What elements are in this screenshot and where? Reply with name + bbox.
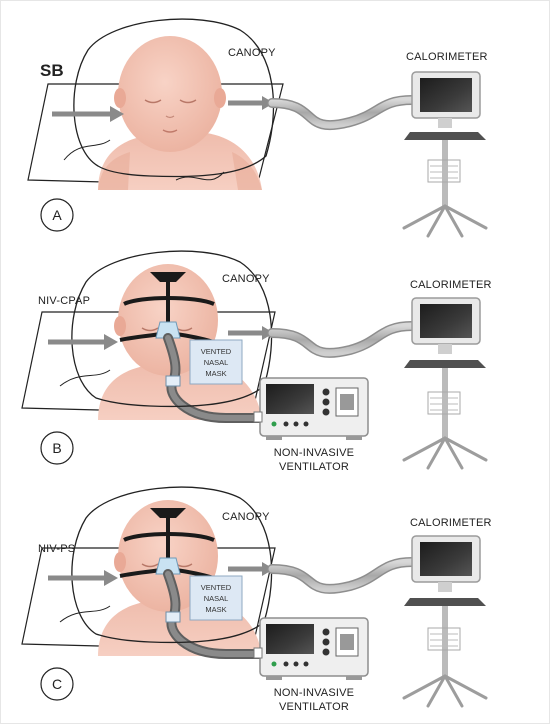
eye-right: [179, 99, 197, 104]
ventilator-label-line: VENTILATOR: [279, 701, 349, 713]
mask-label-line: VENTED: [201, 583, 232, 592]
panel-circle-label: B: [52, 440, 61, 456]
panel-a: SB CANOPY CALORIMETER A: [27, 18, 488, 238]
non-invasive-ventilator: [253, 617, 369, 680]
ventilator-label-line: VENTILATOR: [279, 461, 349, 473]
baby-head: [118, 36, 222, 152]
mask-label-line: MASK: [205, 369, 226, 378]
calorimeter: [402, 71, 488, 238]
nasal-mask: [155, 557, 181, 575]
inlet-arrow: [48, 570, 118, 586]
panel-b: VENTED NASAL MASK NON-INVASIVE VENTILATO…: [21, 250, 492, 473]
canopy: [71, 250, 273, 408]
calorimeter: [402, 535, 488, 708]
mask-label-line: MASK: [205, 605, 226, 614]
inlet-arrow: [48, 334, 118, 350]
eye-left: [144, 99, 162, 104]
calorimeter-label: CALORIMETER: [410, 279, 492, 291]
canopy-label: CANOPY: [228, 47, 276, 59]
panel-circle: [40, 667, 74, 701]
mask-label-line: NASAL: [204, 358, 229, 367]
non-invasive-ventilator: [253, 377, 369, 440]
canopy-label: CANOPY: [222, 511, 270, 523]
calorimeter-label: CALORIMETER: [406, 51, 488, 63]
ventilator-label-line: NON-INVASIVE: [274, 687, 354, 699]
panel-circle: [40, 198, 74, 232]
canopy: [71, 486, 273, 644]
inlet-arrow: [52, 106, 124, 122]
panel-c: VENTED NASAL MASK NON-INVASIVE VENTILATO…: [21, 486, 492, 713]
panel-circle-label: A: [52, 207, 62, 223]
panel-circle-label: C: [52, 676, 62, 692]
mask-label-box: [189, 575, 243, 621]
mask-label-line: NASAL: [204, 594, 229, 603]
mask-label-line: VENTED: [201, 347, 232, 356]
mode-label: NIV-CPAP: [38, 295, 90, 307]
canopy: [73, 18, 275, 178]
mask-label-box: [189, 339, 243, 385]
mouth: [162, 129, 178, 133]
ventilator-label-line: NON-INVASIVE: [274, 447, 354, 459]
calorimeter-label: CALORIMETER: [410, 517, 492, 529]
panel-circle: [40, 431, 74, 465]
nasal-mask: [155, 321, 181, 339]
canopy-label: CANOPY: [222, 273, 270, 285]
mode-label: NIV-PS: [38, 543, 75, 555]
mode-label: SB: [40, 61, 64, 80]
calorimeter: [402, 297, 488, 470]
